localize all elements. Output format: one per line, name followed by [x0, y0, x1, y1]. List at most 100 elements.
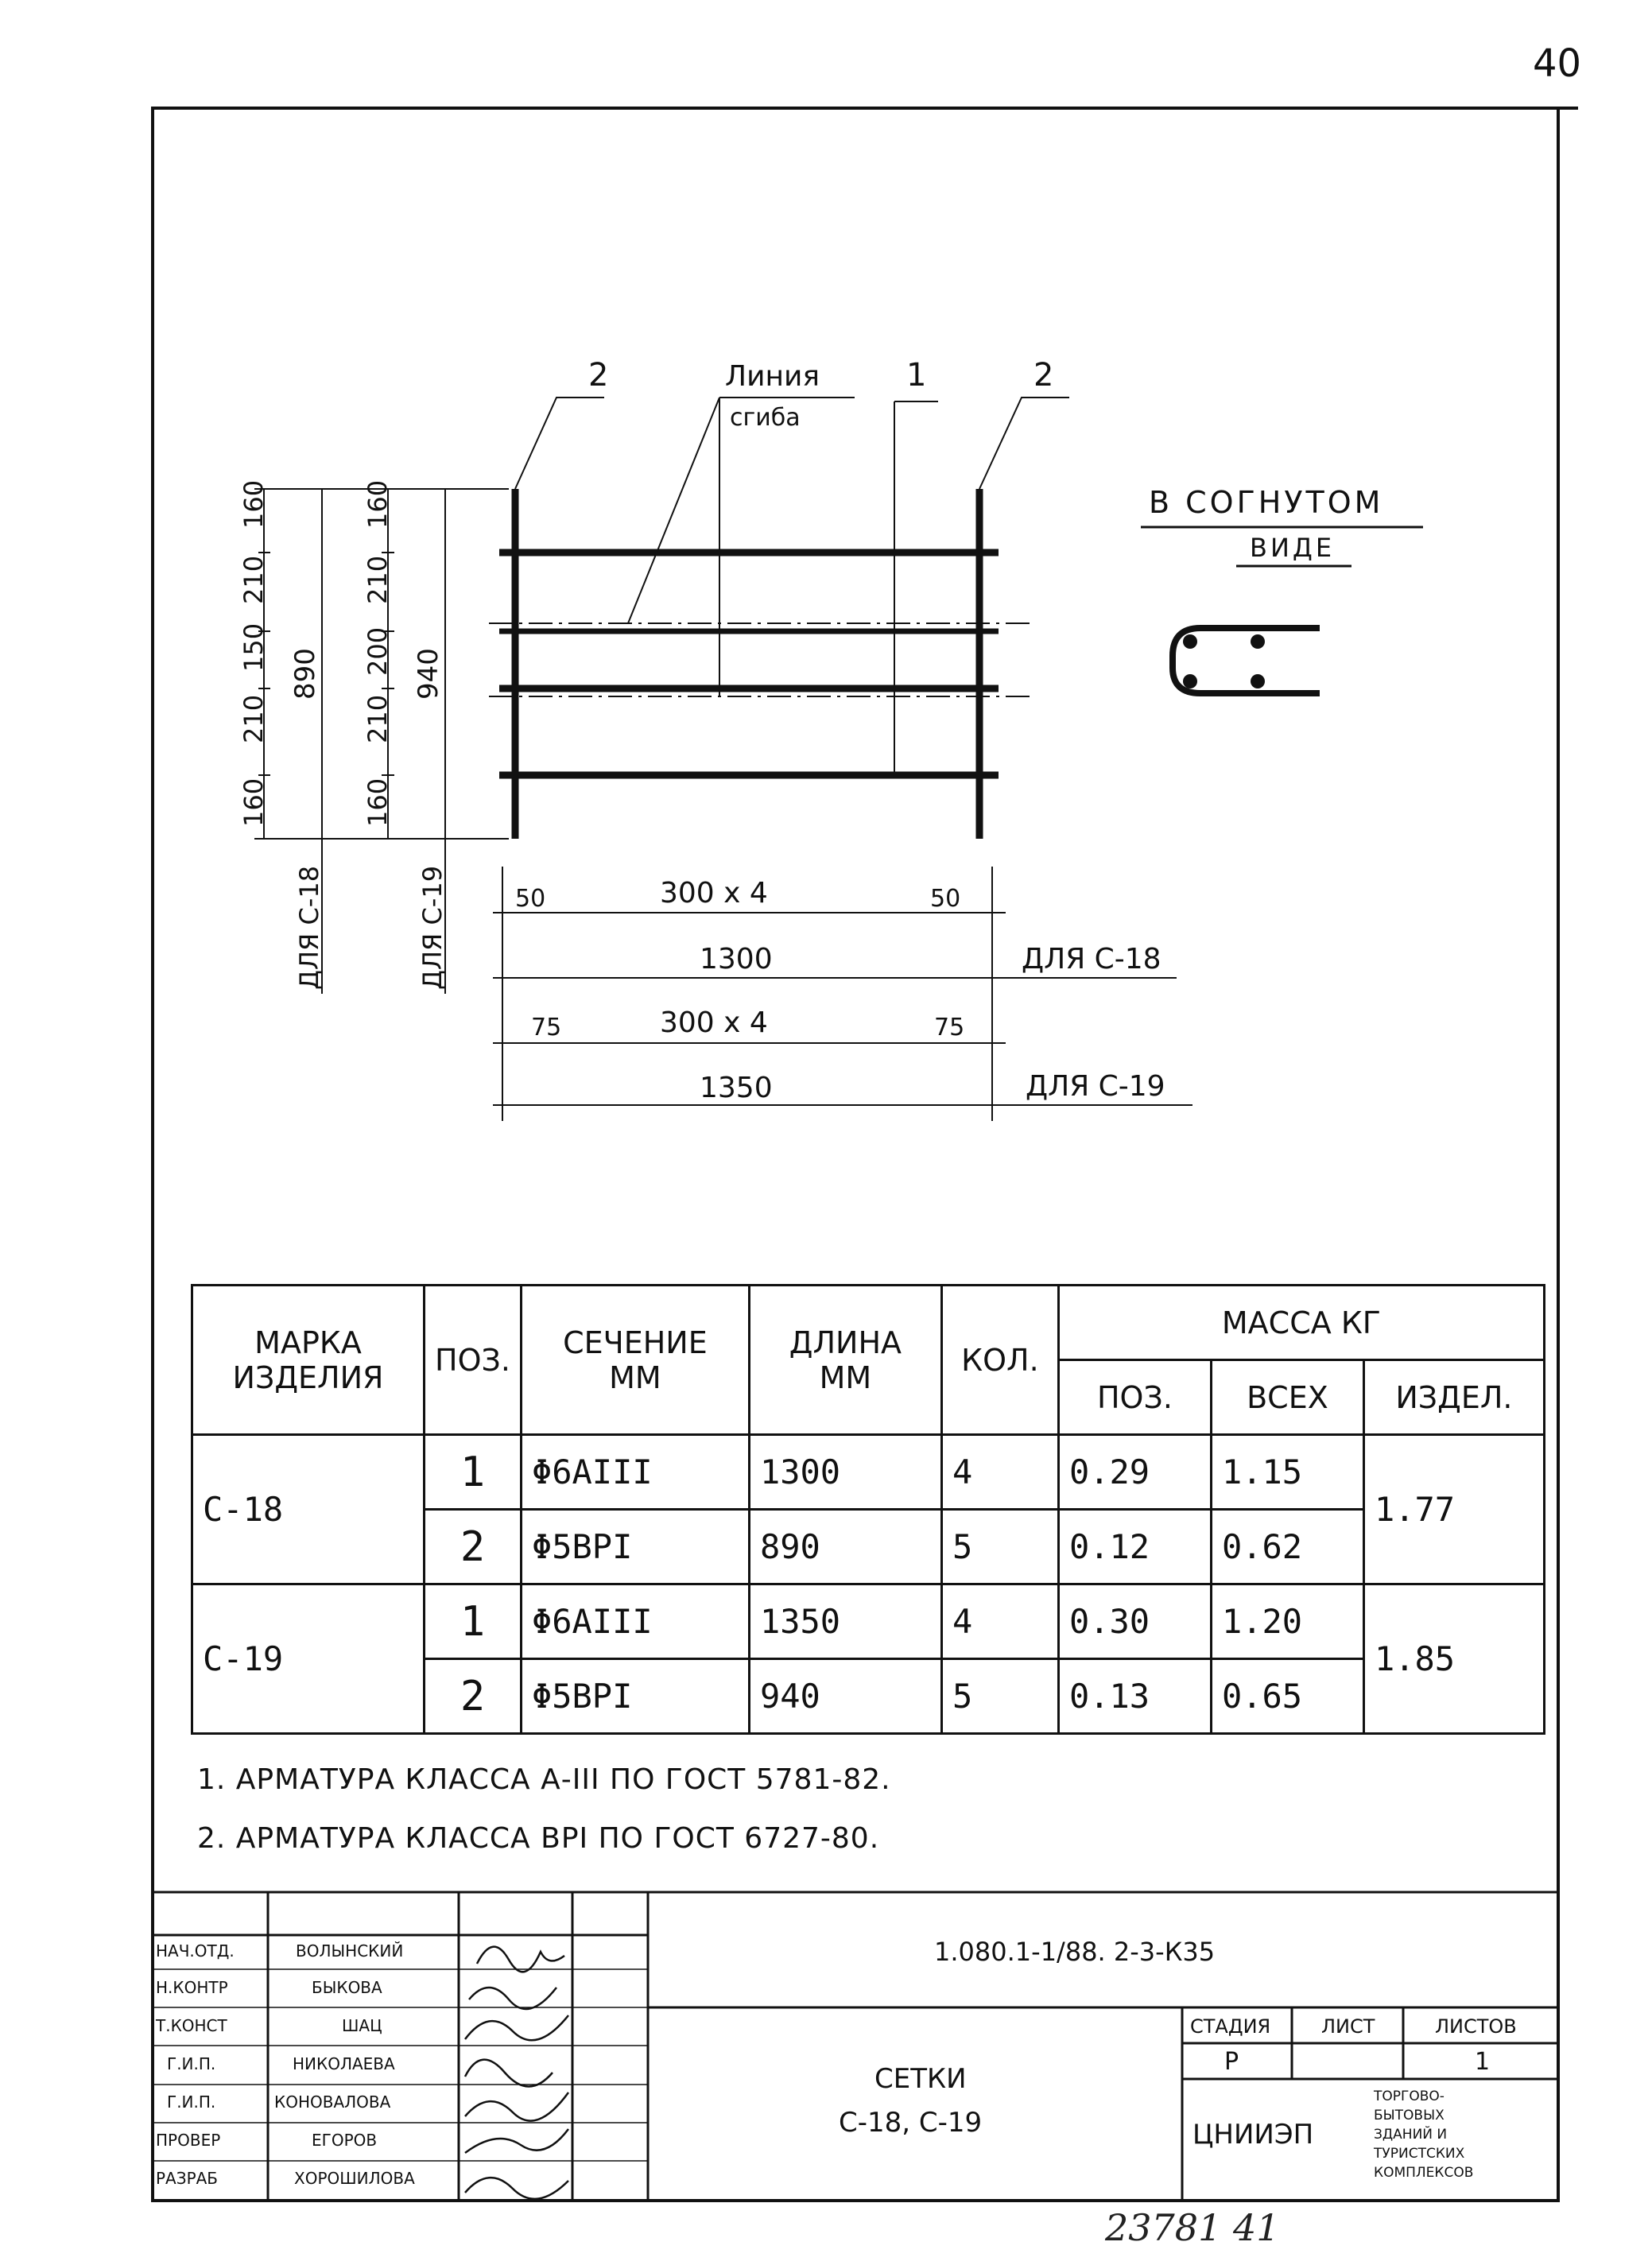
dim-chain-c19 — [382, 489, 446, 994]
cell-mass-item: 1.85 — [1362, 1583, 1545, 1735]
cell-mass-pos: 0.13 — [1057, 1658, 1212, 1735]
org-description: ТОРГОВО- БЫТОВЫХ ЗДАНИЙ И ТУРИСТСКИХ КОМ… — [1374, 2089, 1474, 2181]
dim-horizontal-c18 — [493, 867, 1006, 1121]
name-4: НИКОЛАЕВА — [293, 2054, 395, 2073]
cell-mass-pos: 0.29 — [1057, 1433, 1212, 1511]
name-3: ШАЦ — [342, 2016, 382, 2035]
bent-view-shape — [1169, 625, 1320, 696]
signatures — [463, 1945, 570, 2201]
drawing-title-2: С-18, С-19 — [839, 2107, 983, 2139]
cell-pos: 2 — [423, 1508, 522, 1585]
label-bent-view-2: ВИДЕ — [1250, 533, 1335, 563]
cell-length: 890 — [747, 1508, 943, 1585]
table-row: 2 Φ5BPI 890 5 0.12 0.62 — [192, 1508, 1545, 1585]
label-pos1: 1 — [906, 357, 926, 394]
cell-mass-pos: 0.12 — [1057, 1508, 1212, 1585]
header-qty: КОЛ. — [940, 1284, 1060, 1436]
dim-c18-3: 150 — [238, 623, 269, 672]
name-6: ЕГОРОВ — [312, 2131, 378, 2150]
sheets-value: 1 — [1475, 2048, 1491, 2076]
inventory-number: 23781 41 — [1105, 2206, 1280, 2249]
header-mass-all: ВСЕХ — [1209, 1359, 1365, 1436]
dim-c19-2: 210 — [363, 556, 393, 604]
dim-c19-3: 200 — [363, 627, 393, 676]
cell-section: Φ6AIII — [519, 1433, 750, 1511]
dim-c18-1: 160 — [238, 480, 269, 529]
role-7: РАЗРАБ — [156, 2169, 219, 2188]
label-bent-view-1: В СОГНУТОМ — [1149, 485, 1383, 520]
cell-mark: С-19 — [191, 1583, 425, 1735]
sheet-label: ЛИСТ — [1321, 2015, 1375, 2038]
label-pos2-right: 2 — [1033, 357, 1053, 394]
stage-label: СТАДИЯ — [1190, 2015, 1271, 2038]
cell-mass-all: 1.15 — [1209, 1433, 1365, 1511]
label-bend-line-1: Линия — [725, 360, 820, 393]
name-7: ХОРОШИЛОВА — [294, 2169, 415, 2188]
cell-section: Φ5BPI — [519, 1658, 750, 1735]
cell-pos: 2 — [423, 1658, 522, 1735]
leader-pos2-left — [514, 397, 604, 490]
leader-pos2-right — [979, 397, 1069, 490]
label-for-c19-horizontal: ДЛЯ С-19 — [1026, 1070, 1165, 1103]
name-1: ВОЛЫНСКИЙ — [296, 1941, 404, 1961]
cell-section: Φ6AIII — [519, 1583, 750, 1660]
dim-c19-5: 160 — [363, 778, 393, 827]
drawing-title-1: СЕТКИ — [874, 2063, 967, 2095]
dim-c18-mid: 300 x 4 — [660, 877, 768, 909]
role-6: ПРОВЕР — [156, 2131, 221, 2150]
header-mass: МАССА КГ — [1057, 1284, 1545, 1361]
stage-value: Р — [1224, 2048, 1239, 2076]
title-block-grid — [153, 1891, 1558, 2201]
header-pos: ПОЗ. — [423, 1284, 522, 1436]
header-mass-pos: ПОЗ. — [1057, 1359, 1212, 1436]
role-2: Н.КОНТР — [156, 1978, 228, 1997]
cell-pos: 1 — [423, 1433, 522, 1511]
dim-c18-right: 50 — [930, 885, 960, 913]
sheets-label: ЛИСТОВ — [1435, 2015, 1517, 2038]
cell-mass-all: 0.65 — [1209, 1658, 1365, 1735]
dim-c18-5: 160 — [238, 778, 269, 827]
role-3: Т.КОНСТ — [156, 2016, 227, 2035]
note-1: 1. АРМАТУРА КЛАССА А-III ПО ГОСТ 5781-82… — [197, 1763, 891, 1796]
table-row: С-18 1 Φ6AIII 1300 4 0.29 1.15 1.77 — [191, 1433, 1545, 1585]
dim-horizontal-c19 — [493, 1042, 1006, 1106]
label-for-c18-horizontal: ДЛЯ С-18 — [1022, 943, 1161, 975]
dim-c19-1: 160 — [363, 480, 393, 529]
sheet-number: 40 — [1533, 41, 1582, 86]
cell-pos: 1 — [423, 1583, 522, 1660]
name-5: КОНОВАЛОВА — [274, 2092, 391, 2112]
cell-mass-item: 1.77 — [1362, 1433, 1545, 1585]
label-for-c19-vertical: ДЛЯ С-19 — [417, 866, 448, 990]
cell-mark: С-18 — [191, 1433, 425, 1585]
dim-c19-left: 75 — [531, 1014, 561, 1041]
label-pos2-left: 2 — [588, 357, 608, 394]
cell-mass-all: 1.20 — [1209, 1583, 1365, 1660]
dim-c19-total: 940 — [413, 648, 444, 700]
cell-qty: 5 — [940, 1508, 1060, 1585]
role-1: НАЧ.ОТД. — [156, 1941, 235, 1961]
dim-c18-4: 210 — [238, 695, 269, 743]
role-5: Г.И.П. — [167, 2092, 216, 2112]
dim-c19-length: 1350 — [700, 1072, 773, 1104]
leader-bend-1 — [627, 397, 720, 624]
cell-mass-pos: 0.30 — [1057, 1583, 1212, 1660]
role-4: Г.И.П. — [167, 2054, 216, 2073]
dim-c19-right: 75 — [934, 1014, 964, 1041]
dim-c18-total: 890 — [289, 648, 321, 700]
cell-qty: 4 — [940, 1583, 1060, 1660]
label-bend-line-2: сгиба — [730, 404, 801, 432]
dim-c19-mid: 300 x 4 — [660, 1006, 768, 1039]
dim-c18-2: 210 — [238, 556, 269, 604]
table-row: 2 Φ5BPI 940 5 0.13 0.65 — [192, 1658, 1545, 1735]
drawing-code: 1.080.1-1/88. 2-3-К35 — [934, 1937, 1216, 1967]
dim-chain-c18 — [254, 488, 509, 994]
cell-mass-all: 0.62 — [1209, 1508, 1365, 1585]
note-2: 2. АРМАТУРА КЛАССА ВРI ПО ГОСТ 6727-80. — [197, 1822, 880, 1855]
cell-length: 1300 — [747, 1433, 943, 1511]
dim-c19-4: 210 — [363, 695, 393, 743]
